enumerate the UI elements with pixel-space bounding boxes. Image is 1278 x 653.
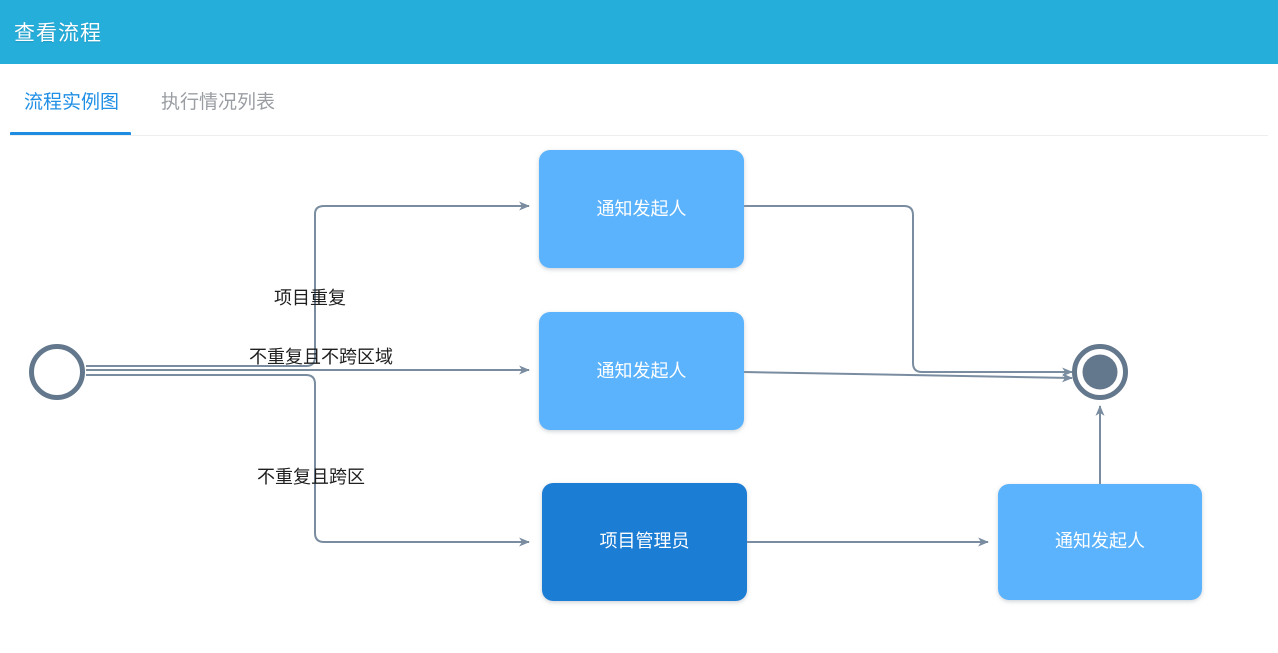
task-notify-bottom-label: 通知发起人 [1055,531,1145,551]
task-notify-top-box [539,150,744,268]
flow-diagram-svg: 通知发起人 通知发起人 项目管理员 通知发起人 项目重复 不重复且不跨区域 不重… [29,150,1202,601]
task-notify-bottom-box [998,484,1202,600]
task-notify-top[interactable]: 通知发起人 [539,150,744,268]
task-project-admin-box [542,483,747,601]
task-project-admin[interactable]: 项目管理员 [542,483,747,601]
end-event[interactable] [1072,344,1128,400]
edge-label-project-duplicate: 项目重复 [274,288,346,308]
app-header: 查看流程 [0,0,1278,64]
edge-label-no-duplicate-no-cross-region: 不重复且不跨区域 [249,347,393,367]
start-event-circle [29,344,85,400]
tab-execution-list[interactable]: 执行情况列表 [149,64,287,136]
edge-notify-middle-to-end [743,371,1073,383]
edge-start-to-project-admin [86,374,530,547]
task-project-admin-label: 项目管理员 [600,531,690,551]
tab-label: 流程实例图 [24,91,120,113]
start-event[interactable] [29,344,85,400]
task-notify-bottom[interactable]: 通知发起人 [998,484,1202,600]
tab-process-instance-diagram[interactable]: 流程实例图 [10,64,132,136]
task-notify-top-label: 通知发起人 [597,199,687,219]
tab-list: 流程实例图 执行情况列表 [10,64,287,136]
edge-notify-top-to-end [744,205,1073,377]
tab-label: 执行情况列表 [161,91,276,113]
edge-label-no-duplicate-cross-region: 不重复且跨区 [257,467,365,487]
edge-start-to-notify-top [86,201,530,367]
task-notify-middle[interactable]: 通知发起人 [539,312,744,430]
tab-bar: 流程实例图 执行情况列表 [10,64,1268,136]
page-title: 查看流程 [14,22,102,45]
task-notify-middle-label: 通知发起人 [597,361,687,381]
task-notify-middle-box [539,312,744,430]
process-diagram-canvas[interactable]: 通知发起人 通知发起人 项目管理员 通知发起人 项目重复 不重复且不跨区域 不重… [10,136,1268,653]
end-event-inner-disc [1082,354,1118,390]
